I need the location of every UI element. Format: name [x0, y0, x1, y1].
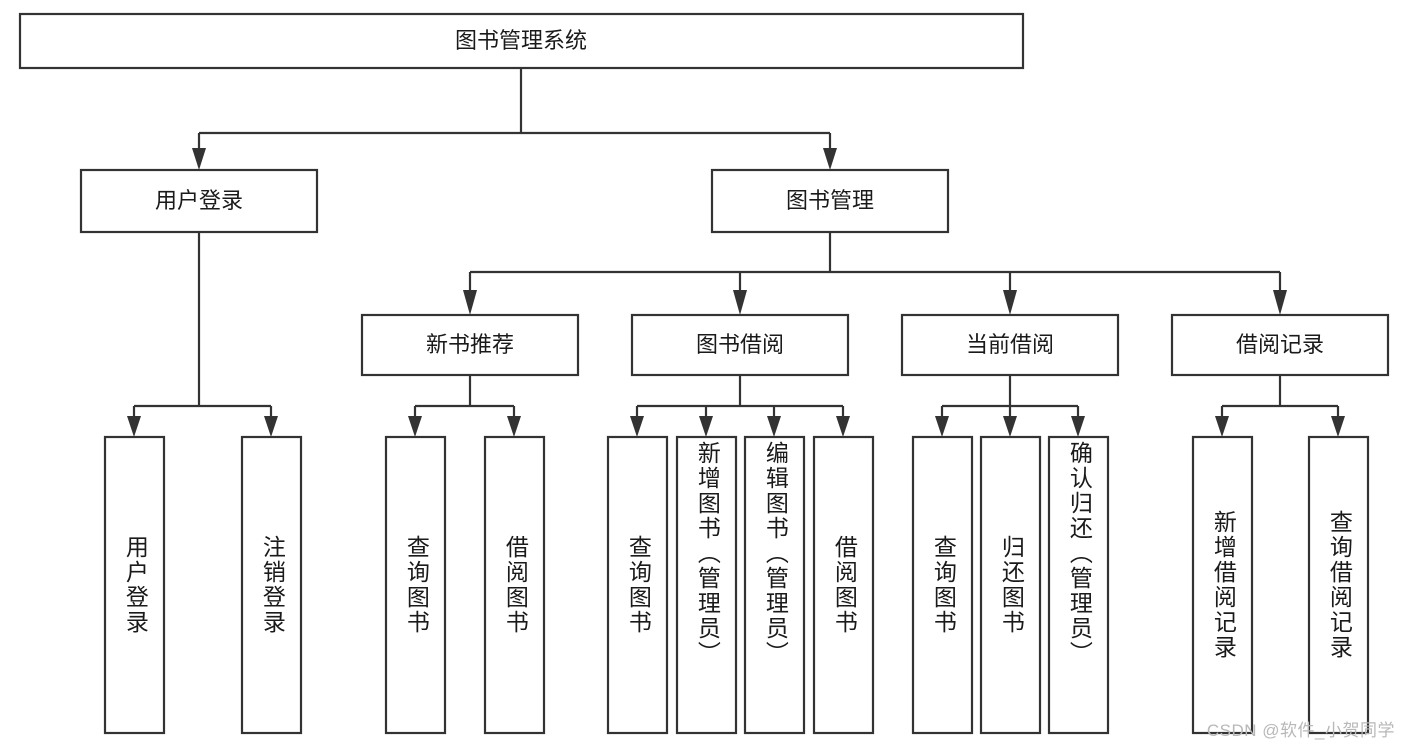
arrow-to-leaf-add-book	[699, 416, 713, 437]
node-leaf-query-book-3-rect[interactable]	[911, 435, 974, 735]
arrow-to-leaf-edit-book	[767, 416, 781, 437]
node-root-rect[interactable]	[18, 12, 1025, 70]
nodes-layer: 图书管理系统 用户登录 图书管理 新书推荐 图书借阅	[18, 12, 1390, 735]
node-leaf-edit-book-rect[interactable]	[743, 435, 806, 735]
node-new-book-recommend[interactable]: 新书推荐	[360, 313, 580, 377]
node-leaf-borrow-book-1-rect[interactable]	[483, 435, 546, 735]
node-borrow-record-label: 借阅记录	[1236, 332, 1324, 357]
connector-new-book-recommend-trunk	[413, 375, 516, 420]
connector-user-login-trunk	[132, 232, 273, 420]
arrow-to-leaf-add-record	[1215, 416, 1229, 437]
node-leaf-query-book-1-rect[interactable]	[384, 435, 447, 735]
arrow-to-book-management	[823, 148, 837, 170]
arrow-to-leaf-confirm-return	[1071, 416, 1085, 437]
node-book-management-label: 图书管理	[786, 188, 874, 213]
arrow-to-book-borrow	[733, 290, 747, 315]
node-book-borrow-label: 图书借阅	[696, 332, 784, 357]
arrow-to-leaf-query-record	[1331, 416, 1345, 437]
node-leaf-user-login-rect[interactable]	[103, 435, 166, 735]
arrow-to-leaf-logout	[264, 416, 278, 437]
arrow-to-leaf-query-book-2	[630, 416, 644, 437]
node-leaf-return-book-rect[interactable]	[979, 435, 1042, 735]
node-book-management-rect[interactable]	[710, 168, 950, 234]
arrow-to-leaf-borrow-book-1	[507, 416, 521, 437]
node-leaf-add-record-rect[interactable]	[1191, 435, 1254, 735]
node-leaf-query-record-rect[interactable]	[1307, 435, 1370, 735]
connector-root-trunk	[197, 68, 832, 152]
node-new-book-recommend-rect[interactable]	[360, 313, 580, 377]
connector-book-borrow-trunk	[635, 375, 845, 420]
arrow-to-leaf-user-login	[127, 416, 141, 437]
node-current-borrow-label: 当前借阅	[966, 332, 1054, 357]
connectors-layer	[127, 68, 1345, 437]
node-book-borrow[interactable]: 图书借阅	[630, 313, 850, 377]
arrow-to-leaf-query-book-3	[935, 416, 949, 437]
arrow-to-user-login	[192, 148, 206, 170]
arrow-to-leaf-query-book-1	[408, 416, 422, 437]
connector-book-management-trunk	[468, 232, 1282, 292]
node-borrow-record[interactable]: 借阅记录	[1170, 313, 1390, 377]
node-user-login-rect[interactable]	[79, 168, 319, 234]
node-book-borrow-rect[interactable]	[630, 313, 850, 377]
arrow-to-new-book-recommend	[463, 290, 477, 315]
node-leaf-borrow-book-2-rect[interactable]	[812, 435, 875, 735]
node-book-management[interactable]: 图书管理	[710, 168, 950, 234]
node-user-login[interactable]: 用户登录	[79, 168, 319, 234]
arrow-to-leaf-return-book	[1003, 416, 1017, 437]
arrow-to-borrow-record	[1273, 290, 1287, 315]
node-leaf-logout-rect[interactable]	[240, 435, 303, 735]
connector-current-borrow-trunk	[940, 375, 1080, 420]
connector-borrow-record-trunk	[1220, 375, 1340, 420]
node-current-borrow-rect[interactable]	[900, 313, 1120, 377]
node-leaf-add-book-rect[interactable]	[675, 435, 738, 735]
node-leaf-query-book-2-rect[interactable]	[606, 435, 669, 735]
arrow-to-leaf-borrow-book-2	[836, 416, 850, 437]
arrow-to-current-borrow	[1003, 290, 1017, 315]
node-new-book-recommend-label: 新书推荐	[426, 332, 514, 357]
node-root[interactable]: 图书管理系统	[18, 12, 1025, 70]
node-root-label: 图书管理系统	[455, 28, 587, 53]
watermark-text: CSDN @软件_小贺同学	[1206, 721, 1395, 740]
node-borrow-record-rect[interactable]	[1170, 313, 1390, 377]
node-leaf-confirm-return-rect[interactable]	[1047, 435, 1110, 735]
node-current-borrow[interactable]: 当前借阅	[900, 313, 1120, 377]
node-user-login-label: 用户登录	[155, 188, 243, 213]
